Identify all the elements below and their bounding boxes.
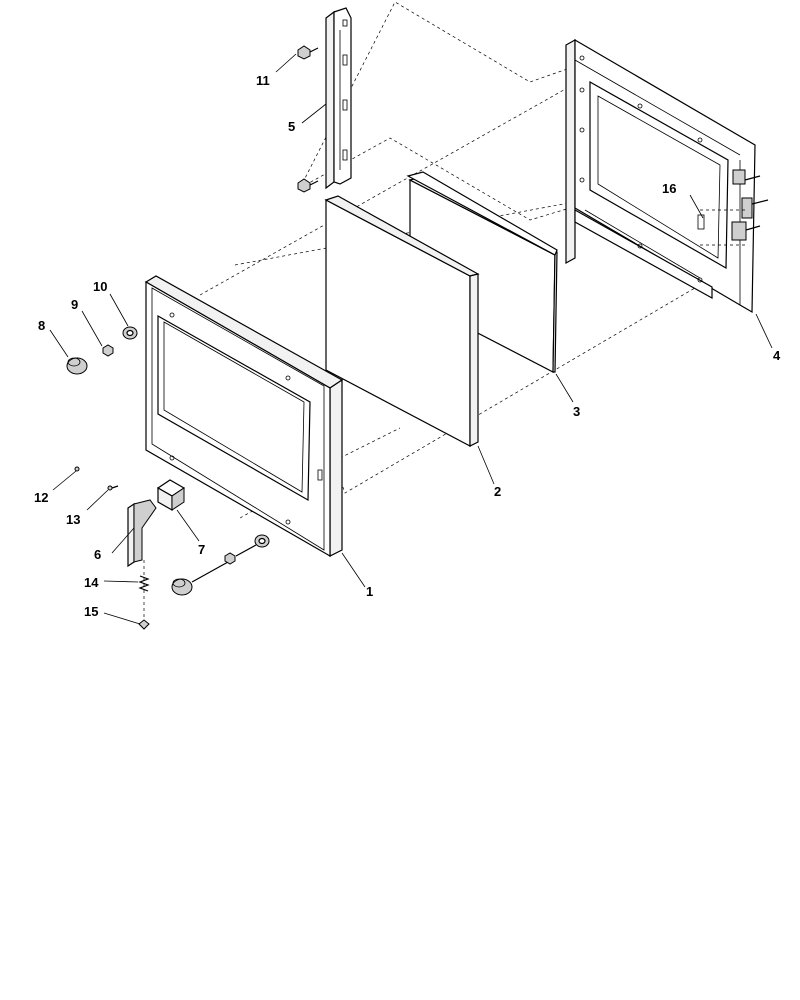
callout-4: 4 xyxy=(773,348,781,363)
door-latch xyxy=(697,169,769,246)
front-insulation-panel xyxy=(324,195,480,447)
upper-knob xyxy=(66,357,88,375)
callout-1: 1 xyxy=(366,584,373,599)
callout-2: 2 xyxy=(494,484,501,499)
callout-16: 16 xyxy=(662,181,676,196)
callout-12: 12 xyxy=(34,490,48,505)
oven-door-frame xyxy=(565,38,756,314)
handle-spring xyxy=(138,560,150,620)
bracket-screw-top xyxy=(297,45,319,60)
callouts: 11 5 16 4 3 2 1 7 6 12 13 14 15 8 9 10 xyxy=(34,73,781,619)
callout-5: 5 xyxy=(288,119,295,134)
handle-bracket xyxy=(156,479,186,512)
callout-6: 6 xyxy=(94,547,101,562)
callout-13: 13 xyxy=(66,512,80,527)
handle-rivet xyxy=(107,485,119,491)
callout-15: 15 xyxy=(84,604,98,619)
handle-pin xyxy=(74,466,80,472)
hinge-bracket xyxy=(325,7,352,190)
upper-knob-screw xyxy=(102,344,114,357)
handle-clip xyxy=(138,619,150,630)
callout-7: 7 xyxy=(198,542,205,557)
lower-knob-washer xyxy=(235,534,270,557)
bracket-screw-bottom xyxy=(297,178,319,193)
callout-9: 9 xyxy=(71,297,78,312)
callout-8: 8 xyxy=(38,318,45,333)
lower-knob-screw xyxy=(224,552,236,565)
callout-14: 14 xyxy=(84,575,99,590)
leader-lines xyxy=(49,53,773,625)
lower-knob xyxy=(171,561,229,596)
door-handle xyxy=(127,499,157,568)
callout-10: 10 xyxy=(93,279,107,294)
callout-3: 3 xyxy=(573,404,580,419)
upper-knob-washer xyxy=(122,326,138,340)
callout-11: 11 xyxy=(256,73,270,88)
rear-insulation-panel xyxy=(406,171,558,373)
outer-door-panel xyxy=(144,275,344,558)
